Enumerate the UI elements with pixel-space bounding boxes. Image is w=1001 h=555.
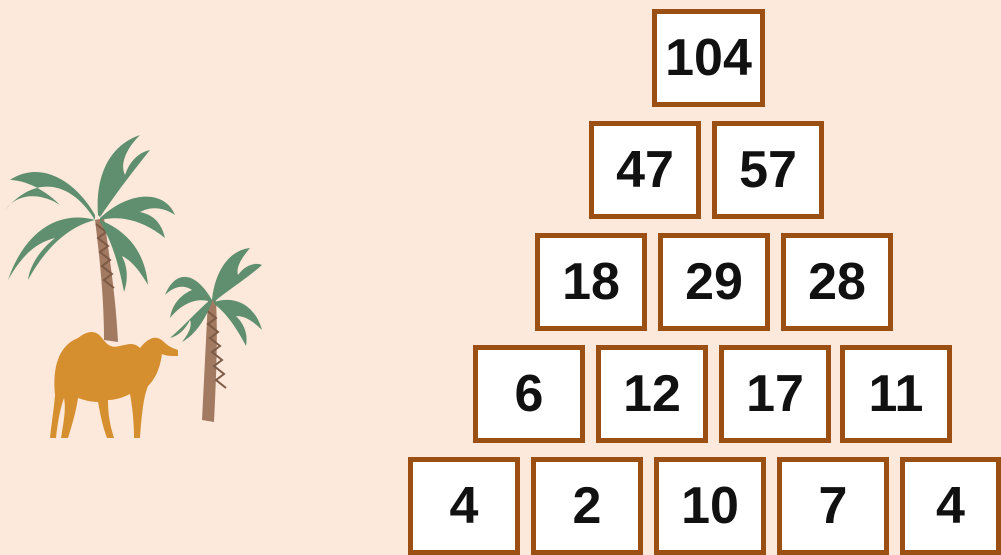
pyramid-brick: 29 [658,233,770,331]
desert-illustration [0,120,290,450]
pyramid-brick: 10 [654,457,766,555]
pyramid-brick: 104 [652,9,765,107]
pyramid-brick: 12 [596,345,708,443]
pyramid-brick: 47 [589,121,701,219]
pyramid-brick: 2 [531,457,643,555]
pyramid-brick: 4 [408,457,520,555]
pyramid-brick: 4 [900,457,1001,555]
pyramid-brick: 18 [535,233,647,331]
pyramid-brick: 6 [473,345,585,443]
pyramid-brick: 28 [781,233,893,331]
pyramid-brick: 57 [712,121,824,219]
pyramid-brick: 11 [840,345,952,443]
pyramid-brick: 17 [719,345,831,443]
camel-icon [50,332,178,438]
pyramid-brick: 7 [777,457,889,555]
palm-tree-icon [165,248,262,422]
palm-tree-icon [5,135,175,342]
